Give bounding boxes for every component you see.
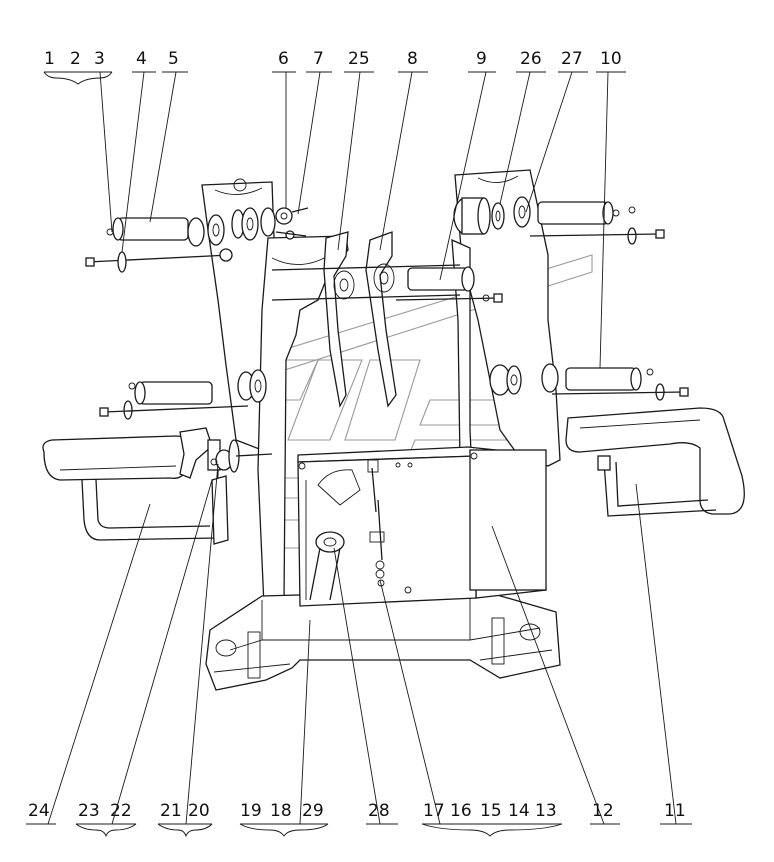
right-upper-pin-assembly xyxy=(453,196,665,245)
part-label-20: 20 xyxy=(188,801,210,821)
part-label-19: 19 xyxy=(240,801,262,821)
part-label-26: 26 xyxy=(520,49,542,69)
part-label-17: 17 xyxy=(423,801,445,821)
left-pedal-assembly xyxy=(42,427,273,545)
part-label-10: 10 xyxy=(600,49,622,69)
part-label-25: 25 xyxy=(348,49,370,69)
part-label-23: 23 xyxy=(78,801,100,821)
leader-lines xyxy=(26,71,692,838)
part-label-3: 3 xyxy=(94,49,105,69)
center-pin-assembly xyxy=(395,266,503,303)
part-label-11: 11 xyxy=(664,801,686,821)
part-label-24: 24 xyxy=(28,801,50,821)
part-label-28: 28 xyxy=(368,801,390,821)
part-label-2: 2 xyxy=(70,49,81,69)
part-label-7: 7 xyxy=(313,49,324,69)
part-label-29: 29 xyxy=(302,801,324,821)
part-label-16: 16 xyxy=(450,801,472,821)
part-label-9: 9 xyxy=(476,49,487,69)
left-upper-pin-assembly xyxy=(85,207,276,273)
part-label-8: 8 xyxy=(407,49,418,69)
part-label-6: 6 xyxy=(278,49,289,69)
control-panel-assembly xyxy=(297,446,547,607)
part-label-14: 14 xyxy=(508,801,530,821)
part-label-18: 18 xyxy=(270,801,292,821)
part-label-4: 4 xyxy=(136,49,147,69)
part-label-27: 27 xyxy=(561,49,583,69)
right-pedal-assembly xyxy=(565,407,745,517)
part-number-labels: 1 2 3 4 5 6 7 25 8 9 26 27 10 24 23 22 2… xyxy=(28,49,686,821)
part-label-22: 22 xyxy=(110,801,132,821)
part-label-1: 1 xyxy=(44,49,55,69)
right-lower-pin-assembly xyxy=(489,363,689,401)
main-frame xyxy=(201,169,561,691)
part-label-5: 5 xyxy=(168,49,179,69)
part-label-12: 12 xyxy=(592,801,614,821)
top-bolt-assembly xyxy=(275,207,309,240)
left-lower-pin-assembly xyxy=(99,369,267,420)
part-label-15: 15 xyxy=(480,801,502,821)
part-label-13: 13 xyxy=(535,801,557,821)
part-label-21: 21 xyxy=(160,801,182,821)
